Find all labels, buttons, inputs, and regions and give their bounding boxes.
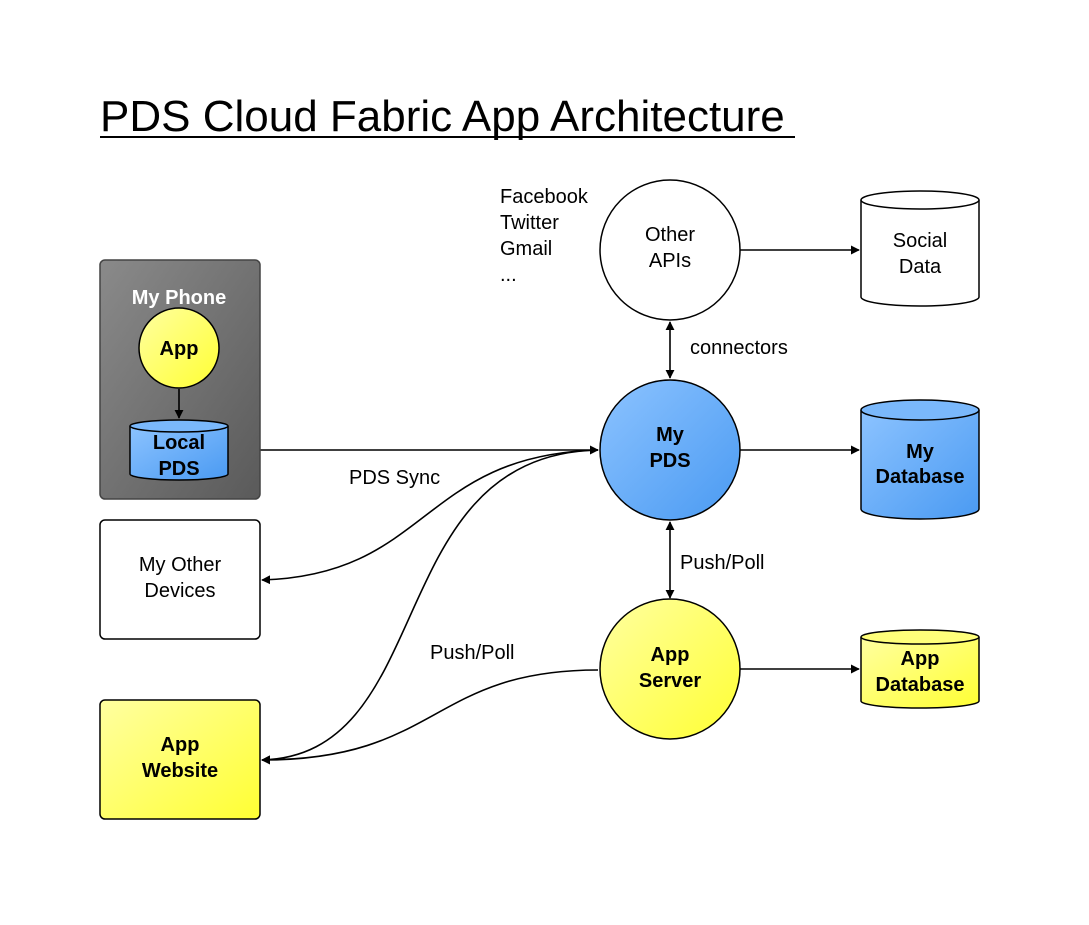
api-example-twitter: Twitter <box>500 212 559 234</box>
local-pds-top <box>129 419 229 433</box>
app-website-label-1: App <box>161 734 200 756</box>
my-other-devices-node: My Other Devices <box>99 519 261 640</box>
api-example-facebook: Facebook <box>500 186 589 208</box>
my-database-top <box>860 399 980 421</box>
social-data-top <box>860 190 980 210</box>
app-database-label-1: App <box>901 648 940 670</box>
app-website-node: App Website <box>99 699 261 820</box>
app-server-node: App Server <box>599 598 741 740</box>
local-pds-label-2: PDS <box>158 458 199 480</box>
app-node <box>138 307 220 389</box>
app-server-circle <box>599 598 741 740</box>
social-data-body <box>860 200 980 307</box>
edge-pds-to-website <box>261 449 599 765</box>
my-database-body <box>860 410 980 520</box>
other-apis-circle <box>599 179 741 321</box>
diagram-title: PDS Cloud Fabric App Architecture <box>100 92 785 141</box>
label-pds-sync: PDS Sync <box>349 467 440 489</box>
my-database-label-2: Database <box>876 466 965 488</box>
local-pds-label-1: Local <box>153 432 205 454</box>
my-other-devices-label-1: My Other <box>139 554 222 576</box>
my-pds-label-1: My <box>656 424 685 446</box>
label-push-poll-website: Push/Poll <box>430 642 515 664</box>
app-database-node: App Database <box>860 629 980 709</box>
my-database-label-1: My <box>906 441 935 463</box>
app-website-box <box>99 699 261 820</box>
my-phone-node: My Phone App Local PDS <box>99 259 261 500</box>
app-server-label-1: App <box>651 644 690 666</box>
social-data-label-1: Social <box>893 230 947 252</box>
app-server-label-2: Server <box>639 670 701 692</box>
social-data-node: Social Data <box>860 190 980 307</box>
my-database-node: My Database <box>860 399 980 520</box>
app-database-label-2: Database <box>876 674 965 696</box>
other-apis-label-2: APIs <box>649 250 691 272</box>
my-pds-circle <box>599 379 741 521</box>
local-pds-node <box>129 426 229 481</box>
api-examples-list: Facebook Twitter Gmail ... <box>500 186 589 286</box>
my-other-devices-label-2: Devices <box>144 580 215 602</box>
api-example-gmail: Gmail <box>500 238 552 260</box>
social-data-label-2: Data <box>899 256 942 278</box>
my-phone-label: My Phone <box>132 287 226 309</box>
api-example-more: ... <box>500 264 517 286</box>
app-website-label-2: Website <box>142 760 218 782</box>
app-database-body <box>860 637 980 709</box>
my-pds-node: My PDS <box>599 379 741 521</box>
other-apis-node: Other APIs <box>599 179 741 321</box>
other-apis-label-1: Other <box>645 224 695 246</box>
app-label: App <box>160 338 199 360</box>
my-pds-label-2: PDS <box>649 450 690 472</box>
edge-server-to-website <box>261 669 599 765</box>
app-database-top <box>860 629 980 645</box>
my-other-devices-box <box>99 519 261 640</box>
edge-pds-to-other-devices <box>261 449 599 585</box>
label-push-poll-server: Push/Poll <box>680 552 765 574</box>
label-connectors: connectors <box>690 337 788 359</box>
